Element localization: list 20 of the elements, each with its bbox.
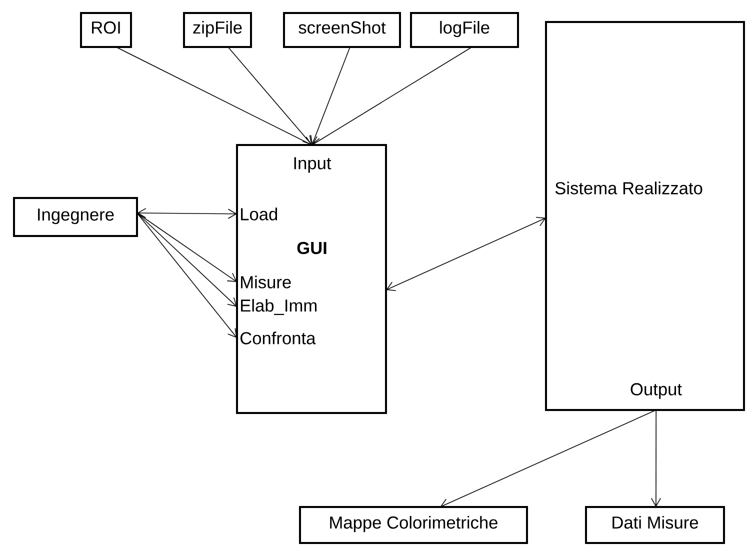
- arrow: [386, 216, 546, 292]
- process-box: Sistema Realizzato Output: [545, 21, 745, 411]
- process-box: Input Load GUI Misure Elab_Imm Confronta: [236, 144, 387, 414]
- arrow: [440, 410, 656, 508]
- arrow: [116, 46, 312, 146]
- process-box: screenShot: [283, 12, 401, 48]
- process-box: zipFile: [183, 12, 252, 48]
- arrow: [136, 212, 237, 282]
- process-box: Ingegnere: [13, 197, 138, 237]
- arrow: [312, 46, 472, 145]
- arrow: [650, 410, 662, 507]
- arrow: [137, 208, 237, 219]
- process-box: logFile: [410, 12, 519, 48]
- arrow: [228, 46, 312, 145]
- process-box: ROI: [80, 12, 132, 48]
- process-box: Mappe Colorimetriche: [299, 506, 528, 544]
- arrow: [136, 212, 237, 307]
- arrow: [310, 46, 350, 145]
- process-box: Dati Misure: [585, 506, 725, 544]
- arrow: [136, 212, 237, 338]
